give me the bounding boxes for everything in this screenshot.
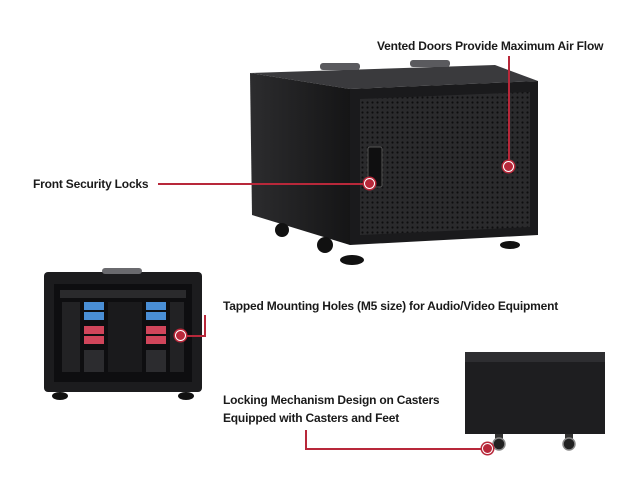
caster-detail-image <box>465 352 605 451</box>
callout-vented-doors: Vented Doors Provide Maximum Air Flow <box>377 39 604 53</box>
callout-casters-line1: Locking Mechanism Design on Casters <box>223 393 440 407</box>
leader-line-front-locks <box>158 183 366 185</box>
leader-line-casters-v <box>305 430 307 450</box>
leader-line-casters-h <box>305 448 485 450</box>
cabinet-main-image <box>250 60 538 265</box>
leader-line-vented-doors <box>508 56 510 164</box>
cabinet-front-image <box>44 268 202 400</box>
callout-tapped-holes: Tapped Mounting Holes (M5 size) for Audi… <box>223 299 559 313</box>
marker-dot-casters <box>482 443 493 454</box>
leader-line-tapped-holes-h <box>184 335 206 337</box>
leader-line-tapped-holes <box>204 315 206 337</box>
marker-dot-vented-doors <box>503 161 514 172</box>
marker-dot-front-locks <box>364 178 375 189</box>
marker-dot-tapped-holes <box>175 330 186 341</box>
callout-front-locks: Front Security Locks <box>33 177 149 191</box>
callout-casters-line2: Equipped with Casters and Feet <box>223 411 400 425</box>
